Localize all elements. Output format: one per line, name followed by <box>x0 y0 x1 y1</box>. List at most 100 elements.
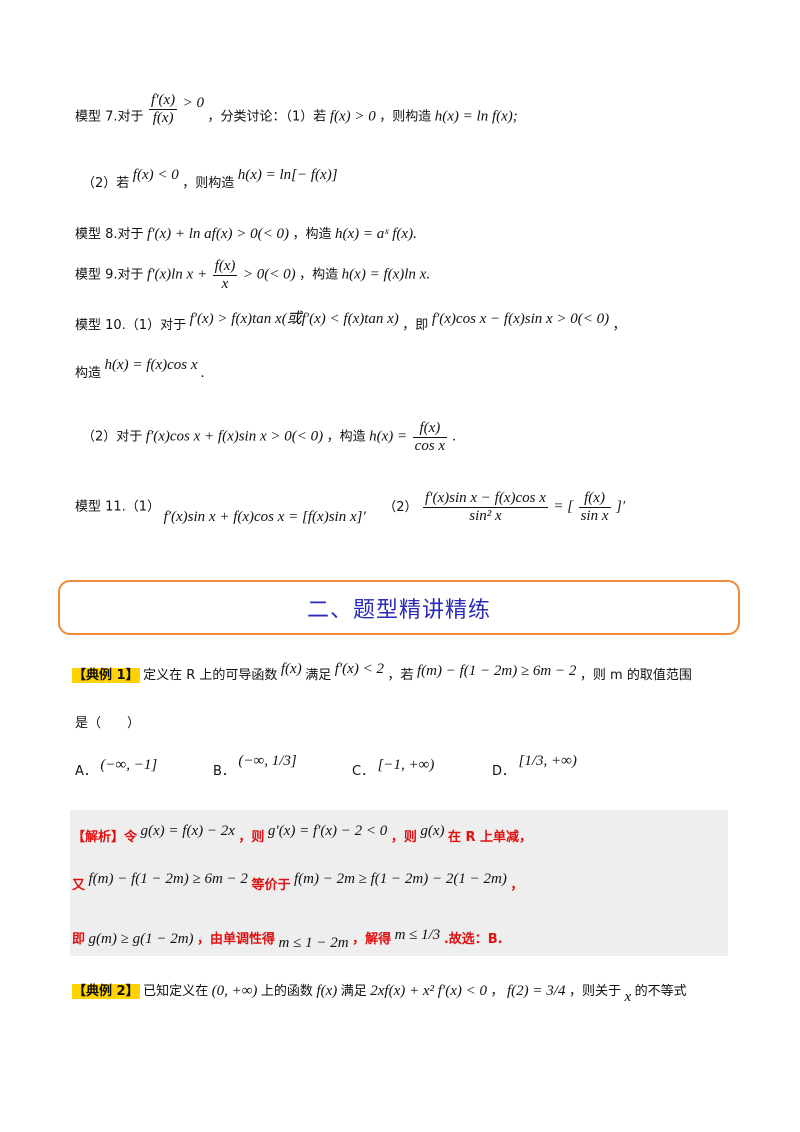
section-title: 二、题型精讲精练 <box>306 597 491 623</box>
model7-mid: ，分类讨论：（1）若 <box>207 109 327 125</box>
analysis-l1-d: 在 R 上单减， <box>447 830 533 845</box>
model10-mid1: ，即 <box>402 318 429 333</box>
model7-fraction: f′(x) f(x) <box>149 92 178 127</box>
model11-frac2-num: f(x) <box>578 490 611 508</box>
model11-expr1: f′(x)sin x + f(x)cos x = [f(x)sin x]′ <box>163 508 366 525</box>
model9-frac-den: x <box>221 275 229 292</box>
model10-expr3: f′(x)cos x + f(x)sin x > 0(< 0) <box>145 428 324 445</box>
model10-prefix: 模型 10.（1）对于 <box>75 318 187 333</box>
analysis-l2-a: 又 <box>72 878 86 893</box>
model7-tail2: ，则构造 <box>182 176 235 191</box>
model7-case2-prefix: （2）若 <box>82 176 130 191</box>
example1-text-c: ，若 <box>387 668 414 683</box>
analysis-l3-res: m ≤ 1/3 <box>394 927 441 943</box>
model8-mid: ，构造 <box>292 227 332 242</box>
analysis-l1-a: 【解析】令 <box>72 830 138 845</box>
model10-end1: ， <box>612 318 626 333</box>
option-d: D． [1/3, +∞) <box>492 753 577 780</box>
model10-fraction: f(x) cos x <box>412 420 448 455</box>
example2-fx: f(x) <box>316 983 338 999</box>
model10-construct-prefix: 构造 <box>75 366 102 381</box>
model9-fraction: f(x) x <box>212 258 238 293</box>
example2-f2: f(2) = 3/4 <box>507 983 566 999</box>
model11-line: 模型 11.（1） f′(x)sin x + f(x)cos x = [f(x)… <box>75 490 625 525</box>
option-c: C． [−1, +∞) <box>352 757 435 780</box>
model9-expr-b: > 0(< 0) <box>242 266 296 283</box>
model11-prefix: 模型 11.（1） <box>75 499 161 515</box>
example2-text-c: 满足 <box>340 984 367 999</box>
model9-line: 模型 9.对于 f′(x)ln x + f(x) x > 0(< 0) ，构造 … <box>75 258 430 293</box>
analysis-l3-a: 即 <box>72 932 86 947</box>
analysis-l2-ineq: f(m) − f(1 − 2m) ≥ 6m − 2 <box>88 871 248 887</box>
option-b-value: (−∞, 1/3] <box>238 753 297 769</box>
option-a-label: A． <box>75 764 97 779</box>
analysis-l2-eq: f(m) − 2m ≥ f(1 − 2m) − 2(1 − 2m) <box>293 871 507 887</box>
analysis-l3-m: m ≤ 1 − 2m <box>278 935 349 951</box>
model7-cond2: f(x) < 0 <box>132 167 179 183</box>
model8-line: 模型 8.对于 f′(x) + ln af(x) > 0(< 0) ，构造 h(… <box>75 223 417 243</box>
option-b: B． (−∞, 1/3] <box>213 753 297 780</box>
model10-h-label: h(x) = <box>369 428 408 445</box>
analysis-line1: 【解析】令 g(x) = f(x) − 2x ，则 g′(x) = f′(x) … <box>72 823 533 846</box>
model10-expr2: f′(x)cos x − f(x)sin x > 0(< 0) <box>431 311 610 327</box>
model11-fraction2: f(x) sin x <box>578 490 611 525</box>
model8-construct: h(x) = aˣ f(x). <box>335 226 417 242</box>
analysis-l1-c: ，则 <box>390 830 417 845</box>
model10-frac-num: f(x) <box>412 420 448 438</box>
model11-frac2-den: sin x <box>580 507 609 524</box>
example1-line2-text: 是（ ） <box>75 716 141 731</box>
option-a: A． (−∞, −1] <box>75 757 158 780</box>
model9-construct: h(x) = f(x)ln x. <box>341 266 431 283</box>
example1-text-a: 定义在 R 上的可导函数 <box>143 668 278 683</box>
option-b-label: B． <box>213 764 235 779</box>
model7-cond: > 0 <box>182 94 205 111</box>
example2-x: x <box>624 989 632 1005</box>
example1-cond: f′(x) < 2 <box>334 661 384 677</box>
analysis-l3-b: ，由单调性得 <box>197 932 276 947</box>
option-c-label: C． <box>352 764 375 779</box>
example2-text-e: ，则关于 <box>568 984 621 999</box>
model10-end2: . <box>201 365 205 381</box>
example2-tag: 【典例 2】 <box>72 984 140 999</box>
example2-text-a: 已知定义在 <box>143 984 209 999</box>
model7-frac-den: f(x) <box>152 109 174 126</box>
model10-mid2: ，构造 <box>326 429 366 445</box>
analysis-box <box>70 810 728 956</box>
model10-construct1: h(x) = f(x)cos x <box>104 357 198 373</box>
analysis-line2: 又 f(m) − f(1 − 2m) ≥ 6m − 2 等价于 f(m) − 2… <box>72 871 524 894</box>
analysis-l1-b: ，则 <box>238 830 265 845</box>
option-c-value: [−1, +∞) <box>377 757 435 773</box>
model7-frac-num: f′(x) <box>149 92 178 110</box>
example1-line2: 是（ ） <box>75 712 140 732</box>
section-banner: 二、题型精讲精练 <box>58 580 740 635</box>
example2-text-f: 的不等式 <box>634 984 687 999</box>
analysis-line3: 即 g(m) ≥ g(1 − 2m) ，由单调性得 m ≤ 1 − 2m ，解得… <box>72 927 503 951</box>
model8-expr: f′(x) + ln af(x) > 0(< 0) <box>147 226 289 242</box>
model10-line1: 模型 10.（1）对于 f′(x) > f(x)tan x(或f′(x) < f… <box>75 311 626 334</box>
option-d-label: D． <box>492 764 516 779</box>
model10-case2-prefix: （2）对于 <box>82 429 143 445</box>
model7-construct1: h(x) = ln f(x); <box>434 108 518 125</box>
example1-fx: f(x) <box>280 661 302 677</box>
example2-interval: (0, +∞) <box>211 983 258 999</box>
example1-line1: 【典例 1】 定义在 R 上的可导函数 f(x) 满足 f′(x) < 2 ，若… <box>72 661 692 684</box>
model9-expr-a: f′(x)ln x + <box>147 266 208 283</box>
model11-frac1-den: sin² x <box>469 507 502 524</box>
model10-line2: 构造 h(x) = f(x)cos x . <box>75 357 205 382</box>
example1-ineq: f(m) − f(1 − 2m) ≥ 6m − 2 <box>416 663 577 679</box>
example1-text-d: ，则 m 的取值范围 <box>579 668 692 683</box>
model7-line2: （2）若 f(x) < 0 ，则构造 h(x) = ln[− f(x)] <box>82 167 338 192</box>
model7-tail1: ，则构造 <box>379 109 432 125</box>
analysis-l2-b: 等价于 <box>251 878 291 893</box>
model9-frac-num: f(x) <box>212 258 238 276</box>
option-a-value: (−∞, −1] <box>100 757 158 773</box>
model7-prefix: 模型 7.对于 <box>75 109 144 125</box>
model11-fraction1: f′(x)sin x − f(x)cos x sin² x <box>423 490 548 525</box>
analysis-l3-c: ，解得 <box>352 932 392 947</box>
model8-prefix: 模型 8.对于 <box>75 227 144 242</box>
model11-case2: （2） <box>383 499 418 515</box>
model7-construct2: h(x) = ln[− f(x)] <box>237 167 338 183</box>
example1-text-b: 满足 <box>305 668 332 683</box>
analysis-l2-c: ， <box>510 878 524 893</box>
analysis-l1-gx: g(x) <box>420 823 445 839</box>
